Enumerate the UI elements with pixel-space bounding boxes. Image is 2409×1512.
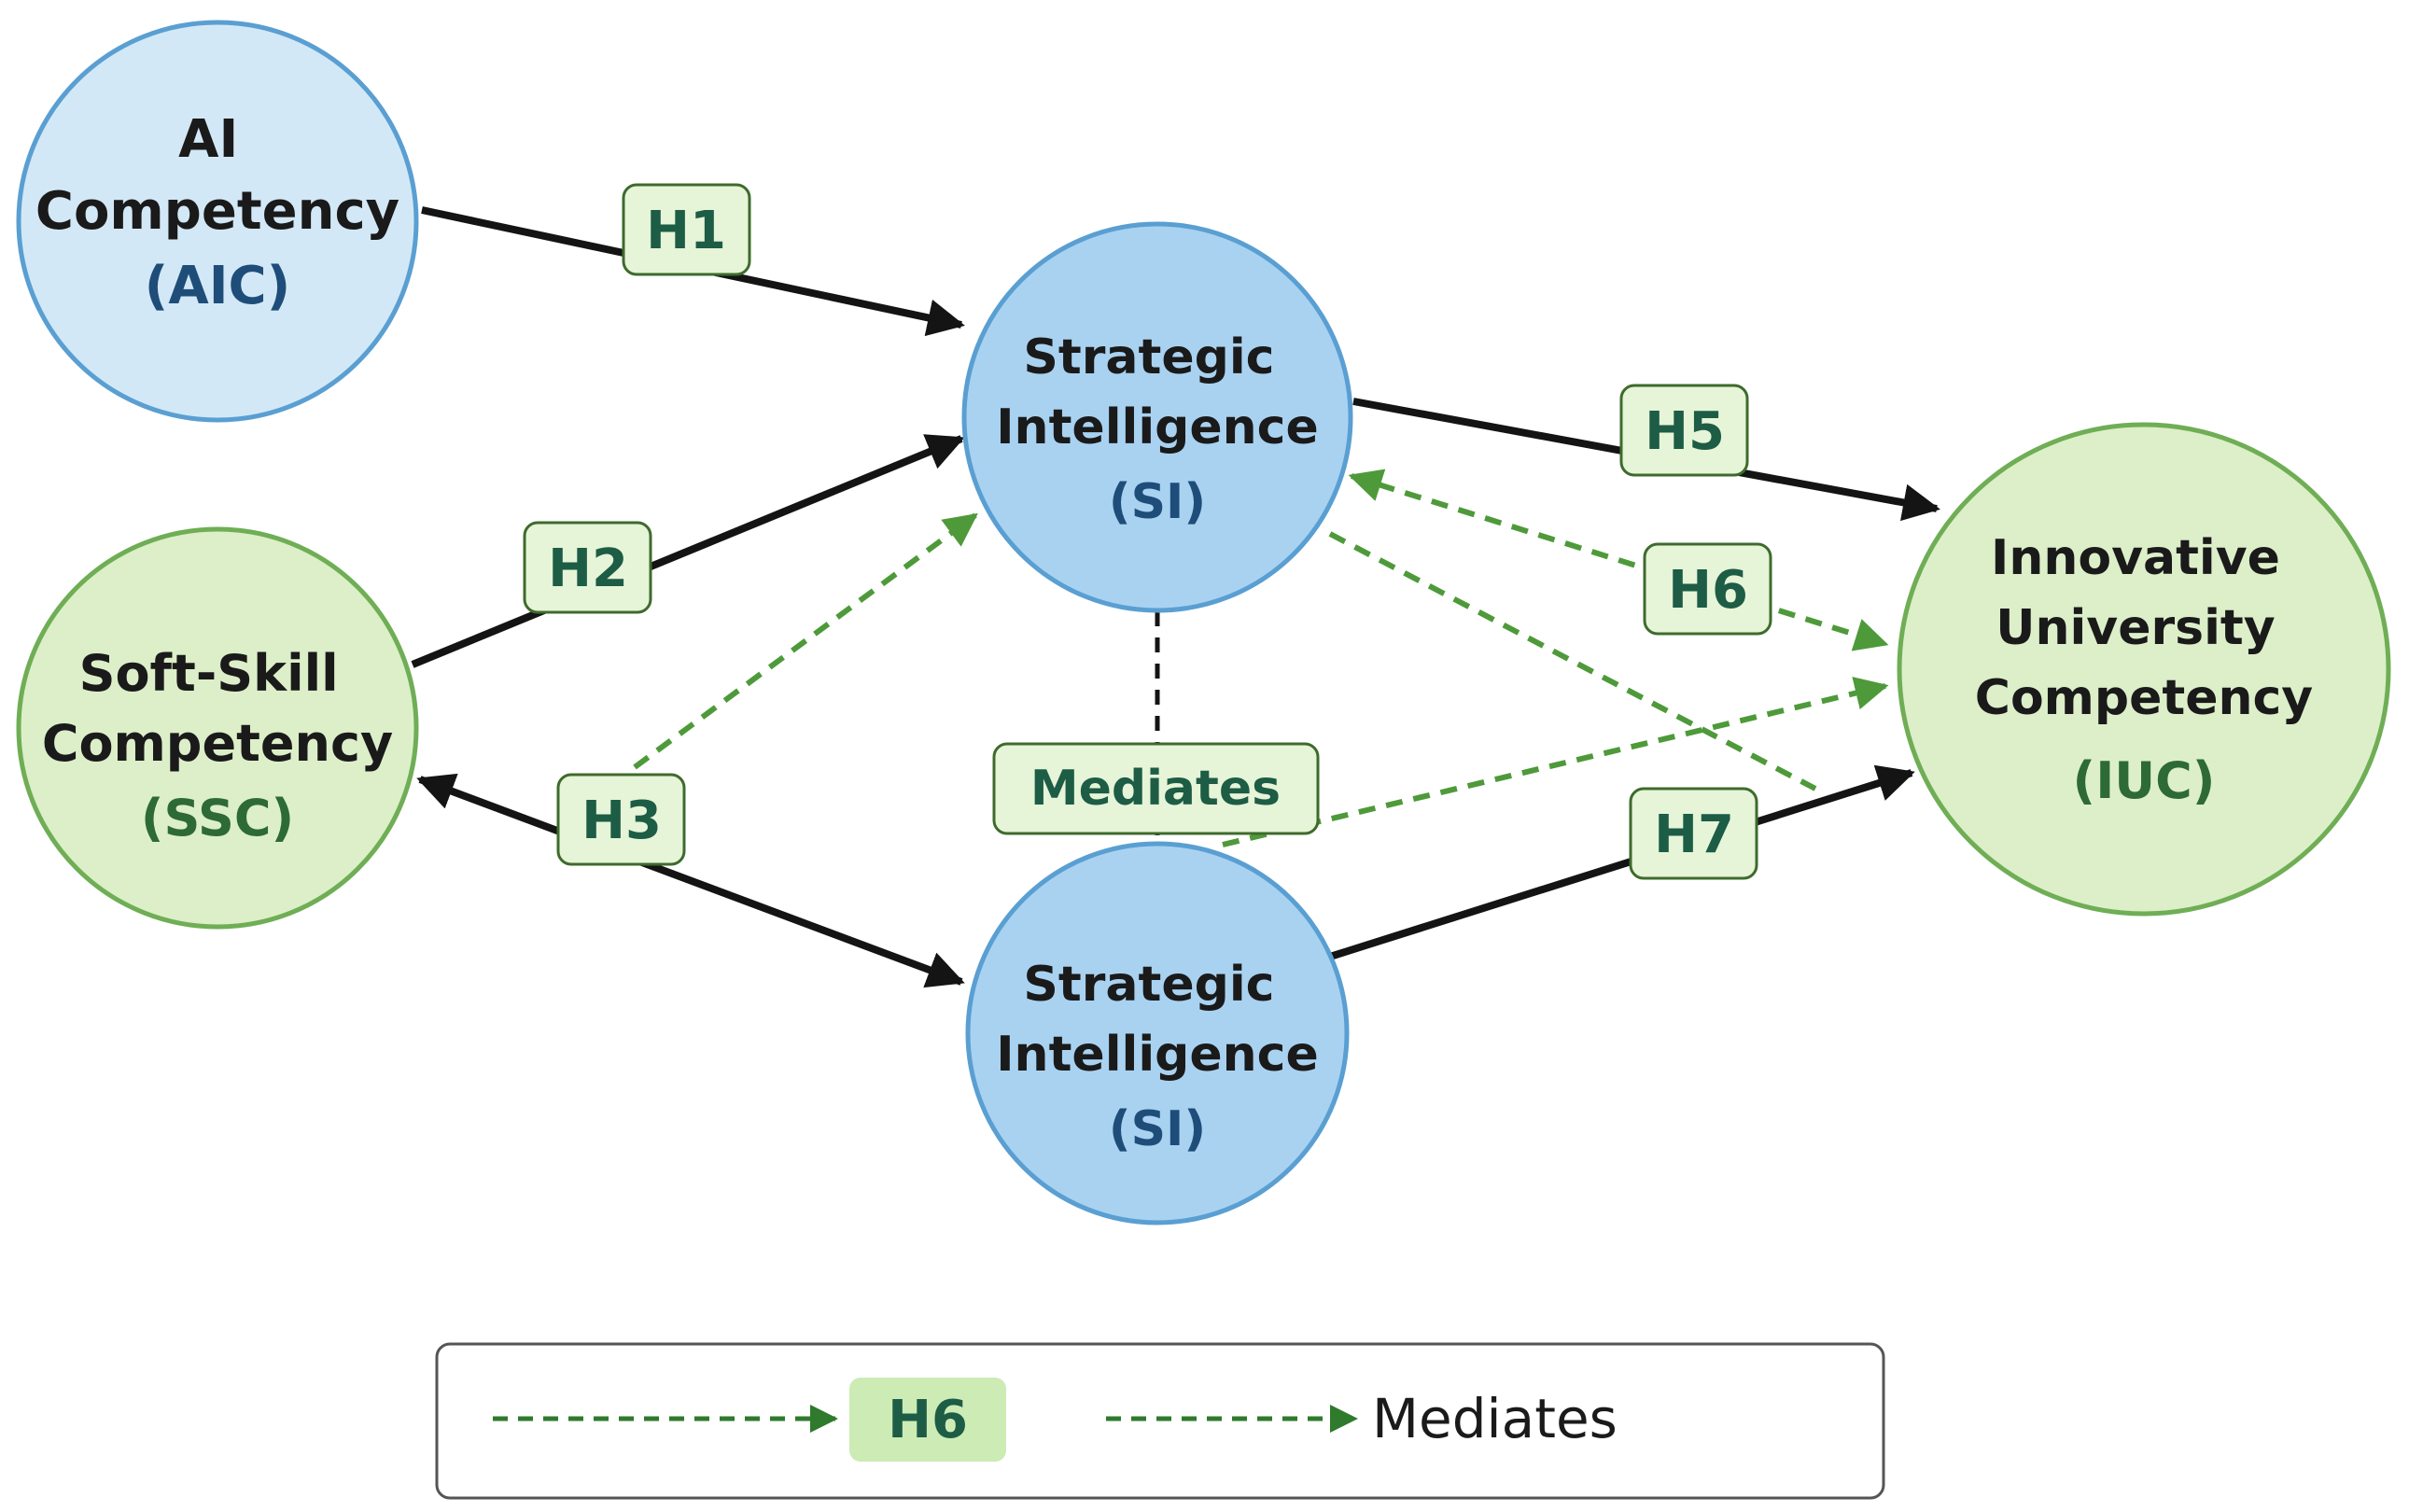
node-iuc-line-1: Innovative (1991, 530, 2280, 586)
hypothesis-label-h2: H2 (523, 521, 652, 614)
legend-h6-badge (849, 1378, 1006, 1462)
node-iuc: Innovative University Competency (IUC) (1897, 422, 2391, 917)
node-ssc-abbr: (SSC) (141, 789, 294, 847)
node-si-bottom: Strategic Intelligence (SI) (965, 841, 1350, 1225)
arrow-si-bottom-to-iuc (1328, 764, 1915, 960)
node-ssc-circle (16, 526, 419, 930)
hypothesis-label-h7: H7 (1629, 787, 1758, 880)
hypothesis-label-h5: H5 (1619, 384, 1749, 477)
node-si-top-line-2: Intelligence (996, 399, 1319, 455)
node-si-bottom-circle (965, 841, 1350, 1225)
node-iuc-circle (1897, 422, 2391, 917)
svg-text:Strategic Intelligence: Strategic Intelligence (996, 957, 1319, 1083)
node-aic-abbr: (AIC) (145, 256, 290, 316)
svg-text:H1: H1 (646, 201, 726, 261)
legend: H6 Mediates (435, 1342, 1885, 1500)
hypothesis-label-h1: H1 (622, 183, 751, 276)
svg-text:Innovative University: Innovative University Competency (1975, 530, 2313, 726)
svg-text:H2: H2 (548, 539, 628, 599)
svg-text:H3: H3 (581, 791, 662, 851)
node-si-top-circle (961, 221, 1353, 613)
svg-text:H6: H6 (1668, 560, 1748, 621)
svg-text:H7: H7 (1654, 805, 1734, 865)
node-iuc-abbr: (IUC) (2073, 751, 2216, 810)
hypothesis-label-h3: H3 (556, 773, 686, 866)
legend-mediates-label: Mediates (1372, 1387, 1618, 1450)
svg-text:Mediates: Mediates (1030, 761, 1281, 817)
mediates-label: Mediates (992, 742, 1320, 835)
node-si-top: Strategic Intelligence (SI) (961, 221, 1353, 613)
svg-text:AI Competency: AI Competency (35, 109, 399, 242)
node-si-top-abbr: (SI) (1109, 474, 1206, 530)
node-ssc-line-1: Soft-Skill (79, 644, 339, 703)
node-si-top-line-1: Strategic (1023, 329, 1274, 385)
svg-text:H5: H5 (1645, 401, 1725, 462)
node-aic-line-2: Competency (35, 181, 399, 242)
arrow-ssc-si-bottom-bidirectional (416, 773, 965, 988)
dashed-arrow-mediates-to-iuc (1222, 677, 1889, 847)
svg-text:Soft-Skill Competency: Soft-Skill Competency (42, 644, 393, 773)
arrow-ssc-to-si (411, 434, 965, 668)
node-aic: AI Competency (AIC) (16, 20, 419, 423)
dashed-arrow-iuc-si-bidirectional (1348, 469, 1889, 651)
node-ssc: Soft-Skill Competency (SSC) (16, 526, 419, 930)
hypothesis-label-h6: H6 (1643, 542, 1772, 636)
node-iuc-line-3: Competency (1975, 670, 2313, 726)
dashed-arrow-ssc-to-si (633, 512, 978, 770)
svg-text:Strategic Intelligence: Strategic Intelligence (996, 329, 1319, 455)
node-aic-circle (16, 20, 419, 423)
node-aic-line-1: AI (178, 109, 238, 170)
node-iuc-line-2: University (1996, 600, 2275, 656)
node-si-bottom-abbr: (SI) (1109, 1101, 1206, 1157)
legend-h6-label: H6 (888, 1390, 968, 1450)
dashed-line-si-to-iuc (1328, 531, 1817, 791)
node-ssc-line-2: Competency (42, 714, 393, 773)
node-si-bottom-line-2: Intelligence (996, 1027, 1319, 1083)
node-si-bottom-line-1: Strategic (1023, 957, 1274, 1013)
